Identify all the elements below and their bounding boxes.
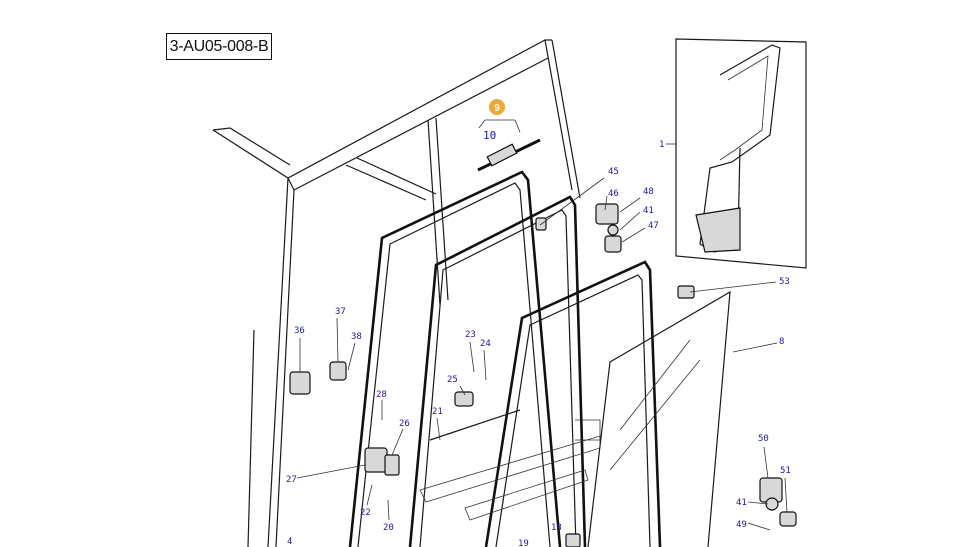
callout-4[interactable]: 4: [287, 537, 292, 547]
door-inner-frame: [484, 260, 662, 547]
callout-28[interactable]: 28: [376, 390, 387, 400]
callout-1[interactable]: 1: [659, 140, 664, 150]
callout-51[interactable]: 51: [780, 466, 791, 476]
callout-25[interactable]: 25: [447, 375, 458, 385]
callout-46[interactable]: 46: [608, 189, 619, 199]
callout-45[interactable]: 45: [608, 167, 619, 177]
callout-41-lower[interactable]: 41: [736, 498, 747, 508]
callout-24[interactable]: 24: [480, 339, 491, 349]
callout-10[interactable]: 10: [483, 129, 496, 142]
callout-36[interactable]: 36: [294, 326, 305, 336]
callout-18[interactable]: 18: [551, 523, 562, 533]
callout-38[interactable]: 38: [351, 332, 362, 342]
callout-53[interactable]: 53: [779, 277, 790, 287]
callout-labels: 10 1 45 46 48 41 47 53 8 37 36 38 23 24 …: [286, 129, 791, 547]
callout-23[interactable]: 23: [465, 330, 476, 340]
callout-49[interactable]: 49: [736, 520, 747, 530]
callout-20[interactable]: 20: [383, 523, 394, 533]
door-outer-frame: [348, 170, 562, 547]
callout-26[interactable]: 26: [399, 419, 410, 429]
callout-48[interactable]: 48: [643, 187, 654, 197]
door-middle-frame: [408, 195, 587, 547]
leader-lines: [296, 119, 788, 531]
latch-parts-left: [289, 361, 474, 476]
callout-41-upper[interactable]: 41: [643, 206, 654, 216]
callout-22[interactable]: 22: [360, 508, 371, 518]
glass-panel: [587, 290, 731, 547]
callout-27[interactable]: 27: [286, 475, 297, 485]
highlight-marker-label: 9: [494, 103, 500, 114]
callout-19[interactable]: 19: [518, 539, 529, 547]
gas-strut: [477, 138, 541, 172]
highlight-marker-9[interactable]: 9: [489, 99, 505, 115]
hinge-parts-lower: [565, 477, 797, 547]
callout-47[interactable]: 47: [648, 221, 659, 231]
callout-37[interactable]: 37: [335, 307, 346, 317]
callout-21[interactable]: 21: [432, 407, 443, 417]
callout-50[interactable]: 50: [758, 434, 769, 444]
drawing-reference-code: 3-AU05-008-B: [166, 33, 272, 60]
door-inset-view: [675, 38, 807, 269]
hinge-parts-upper: [535, 203, 695, 299]
callout-8[interactable]: 8: [779, 337, 784, 347]
